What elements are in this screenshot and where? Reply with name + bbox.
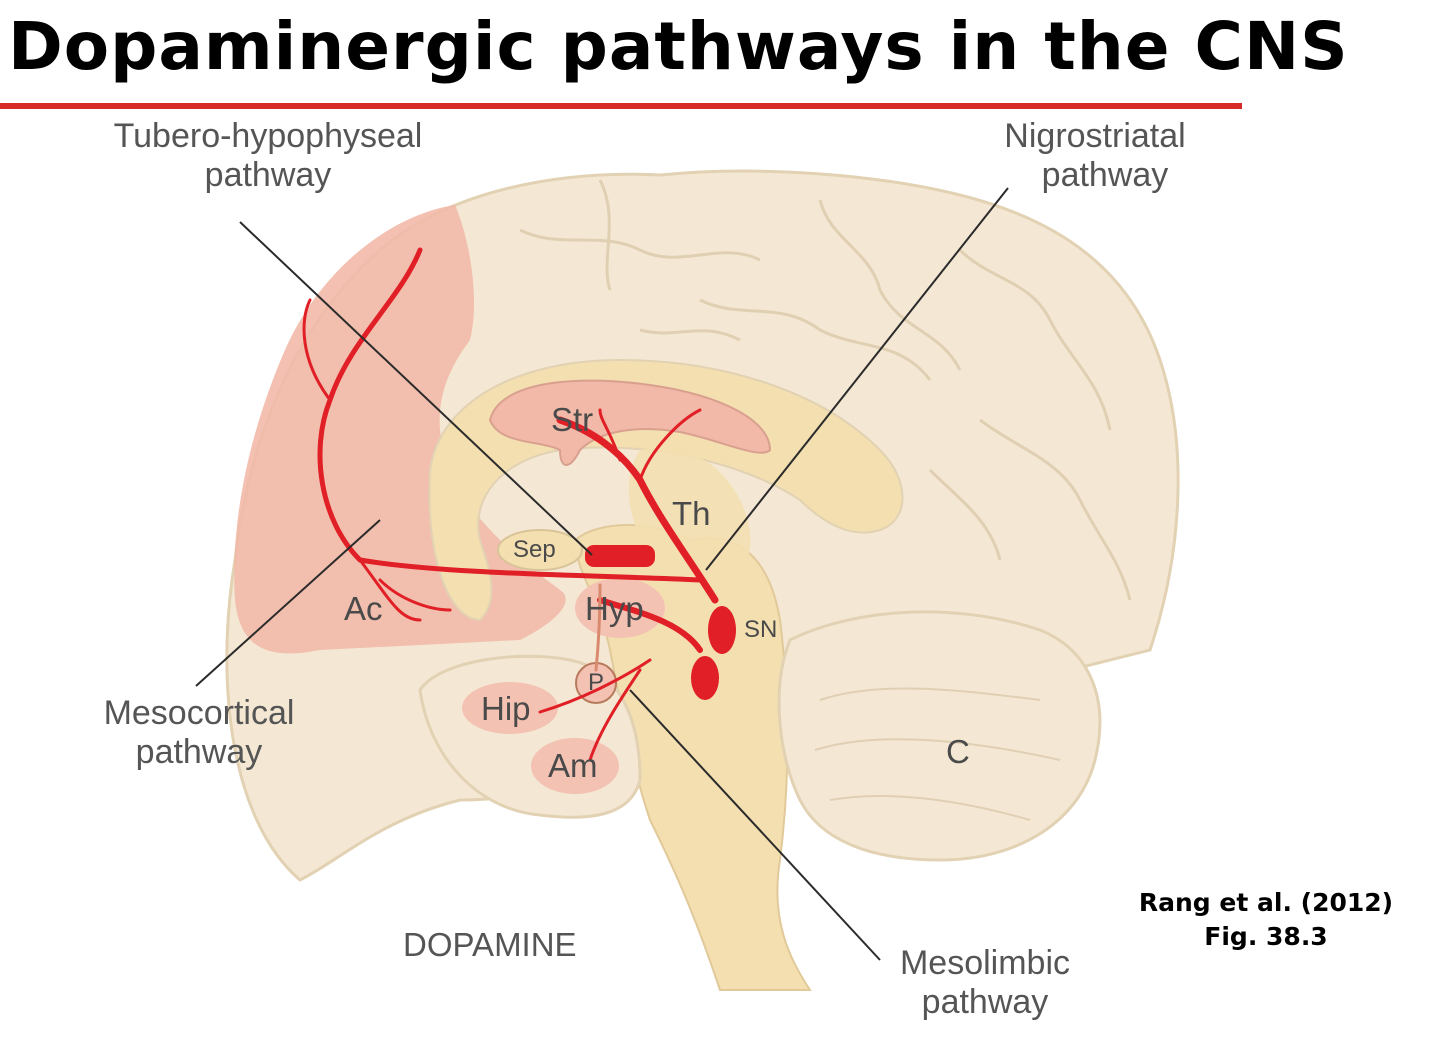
region-ac: Ac	[344, 590, 383, 627]
title-underline	[0, 103, 1242, 109]
mesocortical-leader	[195, 519, 381, 687]
cerebellum	[777, 610, 1102, 862]
mesocortical-label: Mesocortical pathway	[84, 694, 314, 772]
citation-line1: Rang et al. (2012)	[1138, 888, 1394, 917]
mesocortical-label-line2: pathway	[135, 733, 263, 772]
tubero-label-line1: Tubero-hypophyseal	[113, 117, 423, 155]
region-hyp: Hyp	[585, 590, 644, 627]
region-am: Am	[548, 747, 598, 784]
substantia-nigra-body	[708, 606, 736, 654]
tubero-hypophyseal-label: Tubero-hypophyseal pathway	[88, 117, 448, 195]
region-th: Th	[672, 495, 711, 532]
prefrontal-cortex	[234, 205, 566, 654]
tubero-leader	[239, 221, 593, 556]
nigro-label-line1: Nigrostriatal	[1004, 117, 1186, 155]
cerebellum-folia	[814, 687, 1061, 821]
mesocortical-fibers	[317, 247, 703, 583]
septum	[497, 529, 583, 571]
mesolimbic-fibers	[597, 597, 703, 653]
dopamine-pathways	[302, 247, 719, 762]
striatum	[488, 379, 772, 466]
mesocortical-label-line1: Mesocortical	[103, 694, 295, 732]
leader-lines	[195, 187, 1009, 961]
region-c: C	[946, 733, 970, 770]
mesolimbic-label: Mesolimbic pathway	[880, 944, 1090, 1022]
region-sep: Sep	[513, 536, 556, 563]
figure-citation: Rang et al. (2012) Fig. 38.3	[1128, 886, 1404, 954]
citation-line2: Fig. 38.3	[1204, 921, 1328, 951]
mesolimbic-label-line2: pathway	[921, 983, 1049, 1022]
nigrostriatal-label: Nigrostriatal pathway	[985, 117, 1205, 195]
mesolimbic-leader	[629, 689, 881, 961]
gyri-lines	[519, 179, 1132, 601]
mesolimbic-label-line1: Mesolimbic	[899, 944, 1071, 982]
amygdala	[531, 738, 619, 794]
slide-title: Dopaminergic pathways in the CNS	[8, 8, 1349, 85]
region-hip: Hip	[481, 690, 531, 727]
arcuate-nucleus	[585, 545, 655, 567]
region-str: Str	[551, 401, 594, 438]
hippocampus	[462, 682, 558, 734]
tubero-fibers	[594, 583, 602, 672]
tubero-label-line2: pathway	[204, 156, 332, 195]
transmitter-label: DOPAMINE	[403, 926, 577, 963]
vta-body	[691, 656, 719, 700]
nigro-label-line2: pathway	[1041, 156, 1169, 195]
thalamus	[628, 447, 751, 593]
region-p: P	[588, 669, 605, 696]
region-sn: SN	[744, 616, 778, 643]
nigro-leader	[705, 187, 1009, 571]
